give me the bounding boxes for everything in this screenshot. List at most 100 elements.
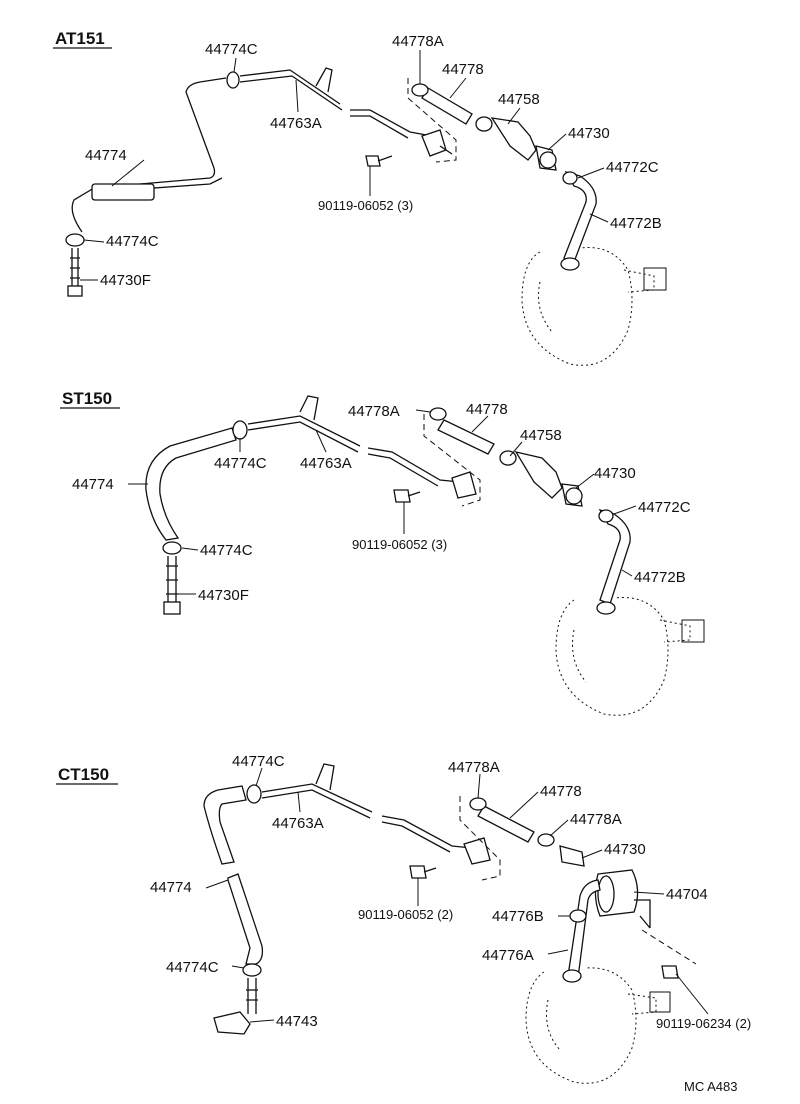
hose-44778 [477, 805, 535, 843]
label-44730: 44730 [594, 465, 636, 482]
leader-44772B [621, 569, 633, 577]
valve-44730 [559, 845, 585, 867]
pipe-44763A [239, 69, 343, 111]
leader-44774 [205, 879, 229, 889]
clamp-44774C-top [232, 420, 248, 440]
pipe-44763A-lower [367, 447, 461, 487]
guide-dashed-line [459, 796, 501, 881]
clamp-44774C-top [226, 71, 240, 89]
bolt-90119-b [661, 965, 679, 979]
valve-44730F-fitting [163, 601, 181, 615]
leader-44778 [449, 77, 467, 99]
guide-dashed-line [423, 414, 481, 507]
hose-44772B [598, 508, 631, 605]
hose-44774 [145, 427, 237, 541]
leader-44730 [581, 849, 603, 859]
leader-44763A [315, 429, 327, 453]
label-90119: 90119-06052 (3) [318, 198, 413, 213]
clamp-44774C-bottom [65, 233, 85, 247]
leader-44774C-bottom [231, 965, 245, 969]
leader-44763A [295, 79, 299, 113]
leader-44774C-bottom [83, 239, 105, 243]
clamp-44776A [562, 969, 582, 983]
hose-44774-lower [227, 873, 264, 965]
booster-connector [643, 267, 667, 291]
valve-44758 [490, 117, 537, 161]
clamp-44758 [499, 450, 517, 466]
clamp-44778A-mid [537, 833, 555, 847]
clamp-44778A-top [469, 797, 487, 811]
pipe-bracket [315, 763, 335, 791]
label-44778: 44778 [442, 61, 484, 78]
clamp-booster [560, 257, 580, 271]
bolt-shank [377, 155, 393, 162]
canister-44704-end [597, 875, 615, 913]
leader-44743 [249, 1019, 275, 1023]
label-44772C: 44772C [638, 499, 691, 516]
leader-44778A [415, 409, 431, 413]
brake-booster-detail [538, 269, 655, 333]
label-44774: 44774 [72, 476, 114, 493]
label-44772C: 44772C [606, 159, 659, 176]
label-44774C-top: 44774C [232, 753, 285, 770]
label-90119-a: 90119-06052 (2) [358, 907, 453, 922]
valve-44743-stem [246, 978, 258, 1014]
leader-44772B [589, 213, 609, 223]
valve-44743 [213, 1011, 251, 1035]
hose-44778 [437, 419, 495, 455]
label-44758: 44758 [498, 91, 540, 108]
bolt-shank-a [423, 867, 437, 873]
pipe-44763A-bracket [421, 129, 447, 157]
section-at151: AT151 [53, 29, 667, 366]
label-44774C-top: 44774C [214, 455, 267, 472]
brake-booster-detail [546, 993, 657, 1051]
label-44776A: 44776A [482, 947, 534, 964]
pipe-44763A [261, 783, 373, 819]
label-44772B: 44772B [610, 215, 662, 232]
label-44758: 44758 [520, 427, 562, 444]
bolt-90119-a [409, 865, 427, 879]
label-44774C-top: 44774C [205, 41, 258, 58]
hose-44774-upper [203, 785, 247, 865]
leader-90119-b [675, 973, 709, 1015]
leader-44772C [613, 505, 637, 515]
brake-booster-outline [521, 246, 633, 366]
label-44763A: 44763A [300, 455, 352, 472]
valve-44730F-fitting [67, 285, 83, 297]
leader-44758 [509, 441, 523, 457]
label-44730F: 44730F [198, 587, 249, 604]
label-44778A: 44778A [392, 33, 444, 50]
label-44778A-top: 44778A [448, 759, 500, 776]
label-90119: 90119-06052 (3) [352, 537, 447, 552]
label-44774C-bottom: 44774C [200, 542, 253, 559]
leader-44774 [111, 159, 145, 187]
pipe-44763A-lower [381, 815, 473, 853]
section-st150: ST150 [60, 389, 705, 716]
clamp-44772C [562, 171, 578, 185]
booster-connector [681, 619, 705, 643]
clamp-44778A [411, 83, 429, 97]
label-44763A: 44763A [272, 815, 324, 832]
section-title: AT151 [55, 29, 105, 48]
clamp-44758 [475, 116, 493, 132]
brake-booster-outline [555, 596, 669, 716]
leader-44778A-top [477, 773, 481, 799]
label-44730: 44730 [604, 841, 646, 858]
canister-bracket [634, 899, 651, 929]
label-44778: 44778 [540, 783, 582, 800]
leader-44772C [577, 167, 605, 179]
valve-44730F [70, 248, 80, 290]
section-title: CT150 [58, 765, 109, 784]
leader-44704 [633, 891, 665, 895]
clamp-booster [596, 601, 616, 615]
leader-44763A [297, 791, 301, 813]
pipe-44763A-bracket [463, 837, 491, 865]
valve-44758 [514, 451, 563, 499]
pipe-44763A-lower [350, 109, 433, 139]
leader-44774C-top [233, 57, 237, 73]
clamp-44774C-bottom [242, 963, 262, 977]
pipe-bracket [315, 67, 333, 93]
guide-dashed-line-b [641, 929, 697, 965]
pipe-44763A-bracket [451, 471, 477, 499]
